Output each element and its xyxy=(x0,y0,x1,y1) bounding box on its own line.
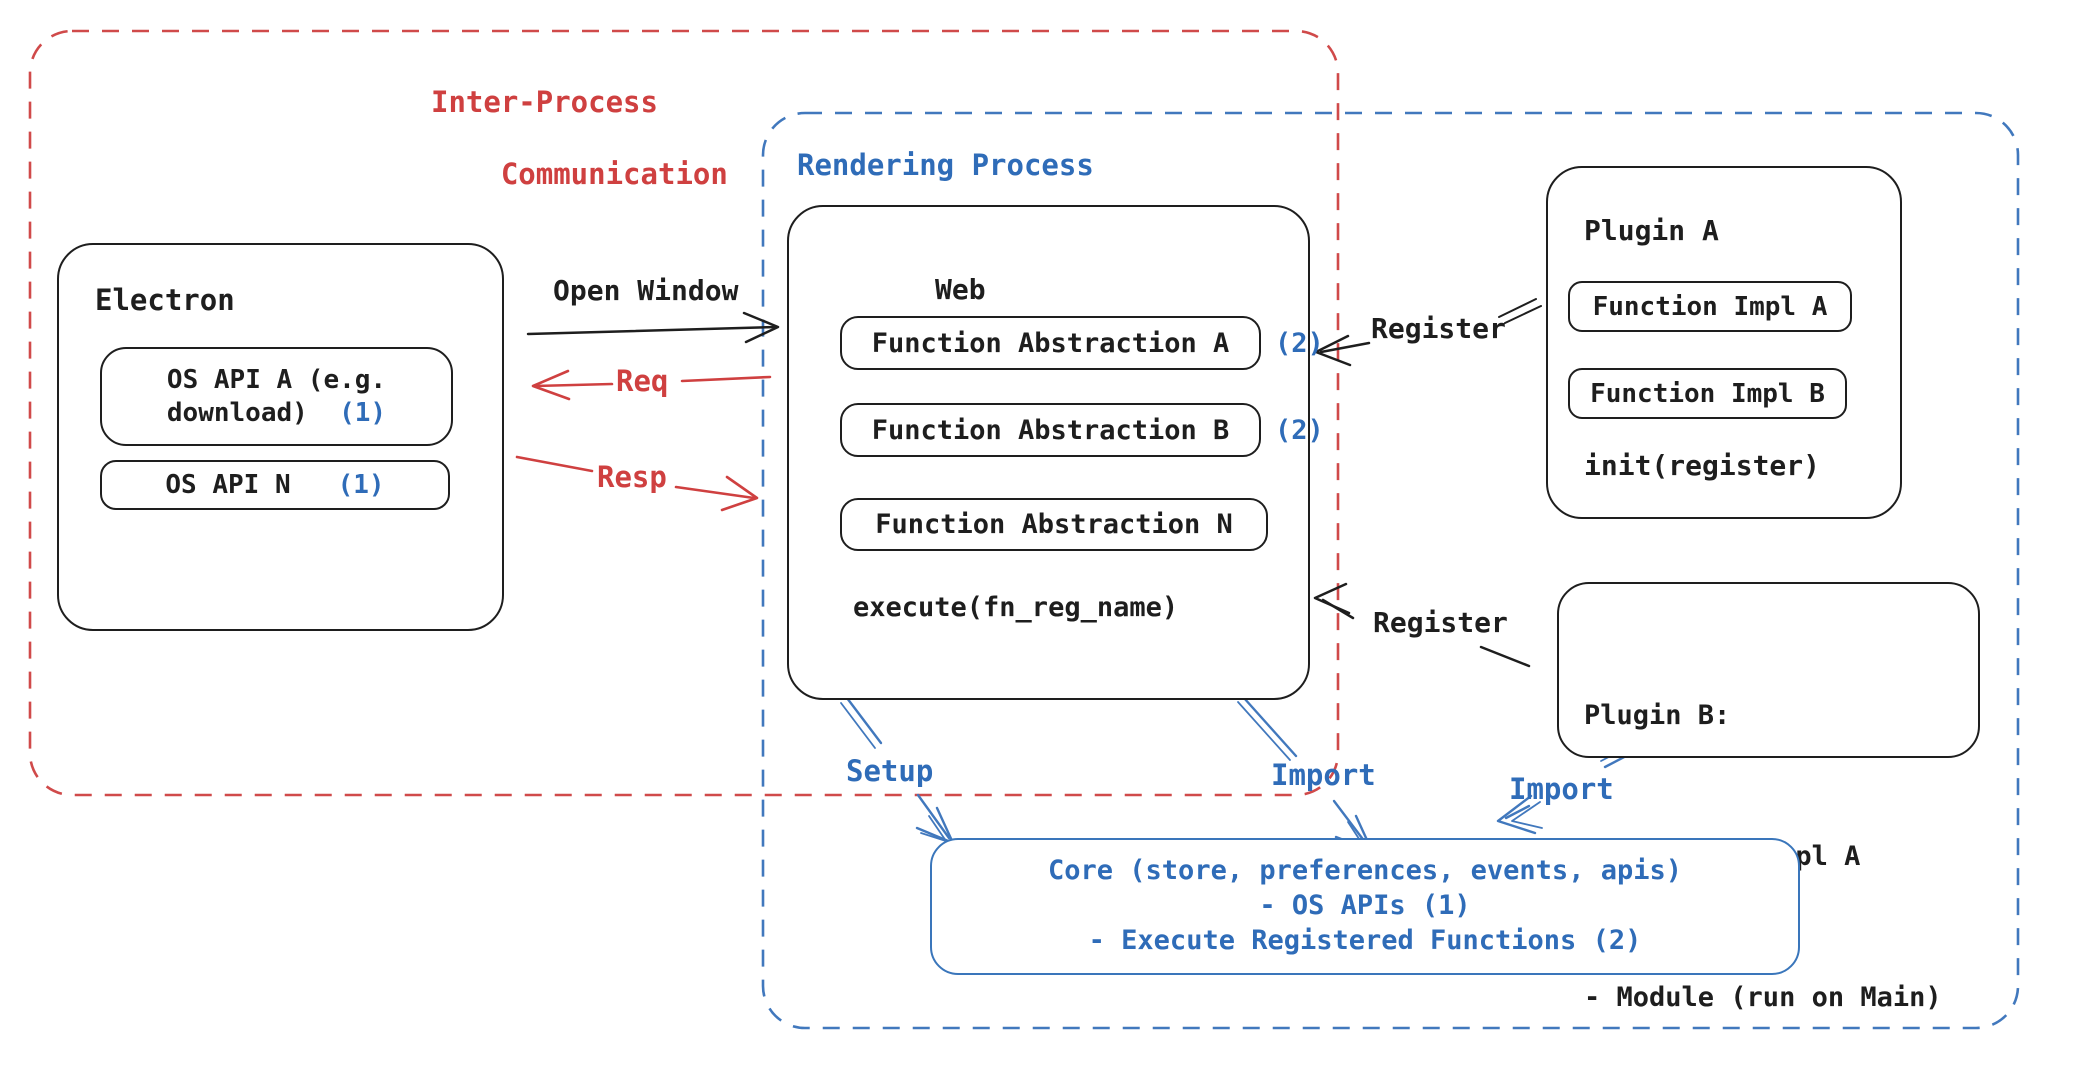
os-api-a-line1: OS API A (e.g. xyxy=(166,364,387,395)
plugin-b-title: Plugin B: xyxy=(1584,700,1731,731)
os-api-n-box: OS API N (1) xyxy=(100,460,450,510)
register-bottom-label: Register xyxy=(1373,606,1508,639)
open-window-label: Open Window xyxy=(553,274,739,307)
ipc-region-title: Inter-Process Communication xyxy=(431,84,728,228)
os-api-n-badge: (1) xyxy=(337,470,385,500)
function-abstraction-a-box: Function Abstraction A xyxy=(840,316,1261,370)
core-line1: Core (store, preferences, events, apis) xyxy=(1048,855,1682,886)
core-line3: - Execute Registered Functions (2) xyxy=(1088,925,1642,956)
web-box: Web Function Abstraction A (2) Function … xyxy=(787,205,1324,700)
req-label: Req xyxy=(616,364,669,398)
function-abstraction-n-box: Function Abstraction N xyxy=(840,498,1268,551)
register-top-label: Register xyxy=(1371,312,1506,345)
import-plugin-label: Import xyxy=(1509,772,1614,806)
resp-arrow xyxy=(515,455,759,512)
core-box: Core (store, preferences, events, apis) … xyxy=(930,838,1800,975)
import-web-label: Import xyxy=(1271,758,1376,792)
req-arrow xyxy=(531,369,772,401)
open-window-arrow xyxy=(526,311,780,344)
core-line2: - OS APIs (1) xyxy=(1259,890,1471,921)
function-abstraction-b-badge: (2) xyxy=(1275,415,1324,446)
function-abstraction-a-badge: (2) xyxy=(1275,328,1324,359)
os-api-n-label: OS API N xyxy=(165,470,291,500)
os-api-a-badge: (1) xyxy=(339,397,387,428)
web-title: Web xyxy=(935,273,986,306)
rendering-region-title: Rendering Process xyxy=(797,148,1094,182)
ipc-dashed-region xyxy=(28,29,1340,797)
plugin-a-box: Plugin A Function Impl A Function Impl B… xyxy=(1546,166,1902,519)
plugin-a-impl-a-box: Function Impl A xyxy=(1568,281,1852,332)
plugin-a-title: Plugin A xyxy=(1584,214,1719,247)
electron-title: Electron xyxy=(95,283,235,317)
plugin-a-init-text: init(register) xyxy=(1584,449,1821,482)
os-api-a-line2: download) (1) xyxy=(167,397,386,430)
setup-label: Setup xyxy=(846,754,934,788)
rendering-dashed-region xyxy=(761,111,2020,1030)
plugin-a-impl-b-box: Function Impl B xyxy=(1568,368,1847,419)
os-api-a-line2-text: download) xyxy=(166,397,308,428)
resp-label: Resp xyxy=(597,460,667,494)
function-abstraction-b-box: Function Abstraction B xyxy=(840,403,1261,457)
plugin-b-item2: - Module (run on Main) xyxy=(1584,982,1942,1013)
os-api-a-box: OS API A (e.g. download) (1) xyxy=(100,347,453,446)
ipc-title-line1: Inter-Process xyxy=(431,85,658,119)
register-top-arrow xyxy=(1314,298,1542,367)
electron-box: Electron OS API A (e.g. download) (1) OS… xyxy=(57,243,504,631)
execute-text: execute(fn_reg_name) xyxy=(853,592,1179,623)
register-bottom-arrow xyxy=(1313,582,1531,668)
plugin-b-box: Plugin B: - Function Impl A - Module (ru… xyxy=(1557,582,1980,1013)
ipc-title-line2: Communication xyxy=(500,157,728,191)
